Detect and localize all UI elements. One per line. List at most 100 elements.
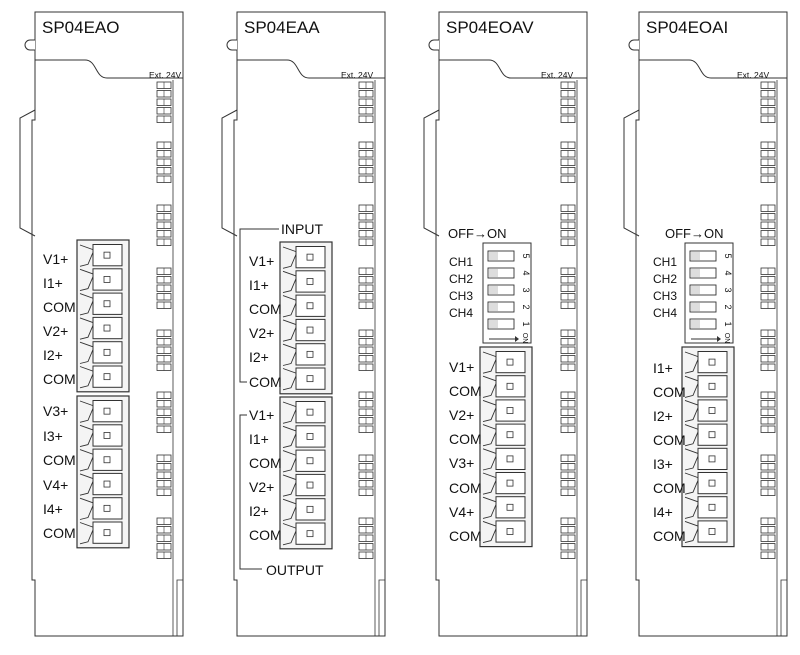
dip-channel-label: CH3 [653, 289, 677, 303]
wire-clamp [482, 375, 498, 398]
terminal-label: V1+ [449, 359, 474, 375]
terminal-screw [103, 251, 111, 259]
terminal-screw [506, 455, 514, 463]
terminal-screw [306, 530, 314, 538]
wire-clamp [482, 399, 498, 423]
side-rail [423, 109, 440, 237]
wire-clamp [282, 401, 298, 424]
dip-slot [487, 301, 515, 313]
dip-channel-labels: CH1 CH2 CH3 CH4 [653, 255, 677, 320]
terminal-screw [103, 324, 111, 332]
wire-clamp [684, 448, 700, 471]
dip-toggle [691, 269, 700, 277]
dip-toggle [691, 303, 700, 311]
dip-slot [487, 284, 515, 296]
latch-tab [226, 39, 237, 51]
ext-24v-label: Ext. 24V [541, 70, 573, 80]
side-rail [19, 109, 36, 237]
wire-clamp [79, 400, 95, 423]
terminal-screw [103, 456, 111, 464]
terminal-label: I2+ [249, 503, 269, 519]
dip-toggle [489, 303, 498, 311]
terminal-label: COM [653, 384, 686, 400]
module-sp04eaa: SP04EAA Ext. 24V INPUT OUTPUT V1+ I1+ CO… [239, 18, 373, 578]
terminal-label: V3+ [43, 403, 68, 419]
dip-channel-label: CH2 [449, 272, 473, 286]
dip-channel-label: CH4 [653, 306, 677, 320]
terminal-label: I1+ [249, 277, 269, 293]
terminal-screw [103, 407, 111, 415]
dip-number: 4 [723, 270, 733, 275]
terminal-label: COM [249, 455, 282, 471]
dip-number: 2 [521, 304, 531, 309]
terminal-screw [103, 432, 111, 439]
terminal-label: COM [449, 383, 482, 399]
dip-number: 3 [723, 287, 733, 292]
terminal-label: V2+ [249, 325, 274, 341]
wire-clamp [684, 520, 700, 544]
ext-24v-label: Ext. 24V [149, 70, 181, 80]
terminal-labels: V1+ I1+ COM V2+ I2+ COM V3+ I3+ COM V4+ … [43, 251, 76, 541]
terminal-screw [506, 503, 514, 511]
dip-slot [689, 284, 717, 296]
terminal-block-input [279, 241, 333, 395]
terminal-screw [103, 300, 111, 308]
dip-slot [487, 250, 515, 262]
terminal-label: I3+ [653, 456, 673, 472]
terminal-label: I4+ [43, 501, 63, 517]
ext-24v-label: Ext. 24V [737, 70, 769, 80]
wire-clamp [282, 450, 298, 473]
terminal-label: I1+ [653, 360, 673, 376]
terminal-screw [103, 276, 111, 283]
wire-clamp [282, 425, 298, 449]
header-separator [639, 59, 787, 79]
latch-tab [628, 39, 639, 51]
dip-number: 1 [521, 321, 531, 326]
wire-clamp [684, 399, 700, 423]
wire-clamp [282, 523, 298, 546]
terminal-screw [103, 504, 111, 512]
terminal-labels: I1+ COM I2+ COM I3+ COM I4+ COM [653, 360, 686, 544]
terminal-block-output [279, 396, 333, 550]
wire-clamp [282, 498, 298, 521]
wire-clamp [282, 319, 298, 342]
dip-slot [689, 250, 717, 262]
terminal-screw [506, 479, 514, 487]
terminal-screw [506, 358, 514, 366]
terminal-label: COM [43, 452, 76, 468]
dip-number: 5 [723, 253, 733, 258]
terminal-label: COM [43, 371, 76, 387]
dip-slot [689, 318, 717, 330]
terminal-label: V2+ [43, 323, 68, 339]
terminal-label: V4+ [43, 477, 68, 493]
terminal-screw [306, 326, 314, 334]
dip-toggle [691, 286, 700, 294]
dip-slot [487, 318, 515, 330]
module-sp04eao: SP04EAO Ext. 24V V1+ I1+ COM V2+ I2+ COM… [42, 18, 181, 549]
terminal-labels: V1+ I1+ COM V2+ I2+ COM V1+ I1+ COM V2+ … [249, 253, 282, 543]
terminal-labels: V1+ COM V2+ COM V3+ COM V4+ COM [449, 359, 482, 544]
dip-number: 5 [521, 253, 531, 258]
wire-clamp [684, 424, 700, 447]
dip-channel-label: CH1 [449, 255, 473, 269]
dip-toggle [489, 252, 498, 260]
terminal-label: V1+ [43, 251, 68, 267]
wire-clamp [282, 246, 298, 269]
wire-clamp [684, 351, 700, 374]
terminal-screw [306, 253, 314, 261]
dip-header: OFF→ON [665, 226, 724, 241]
wire-clamp [482, 448, 498, 471]
terminal-screw [306, 481, 314, 489]
bottom-notch [176, 579, 183, 636]
input-bracket [239, 228, 279, 383]
terminal-screw [708, 407, 716, 414]
terminal-label: COM [653, 528, 686, 544]
dip-number: 3 [521, 287, 531, 292]
dip-channel-label: CH2 [653, 272, 677, 286]
dip-number: 4 [521, 270, 531, 275]
bottom-notch [378, 579, 385, 636]
terminal-screw [506, 407, 514, 414]
terminal-screw [103, 348, 111, 356]
